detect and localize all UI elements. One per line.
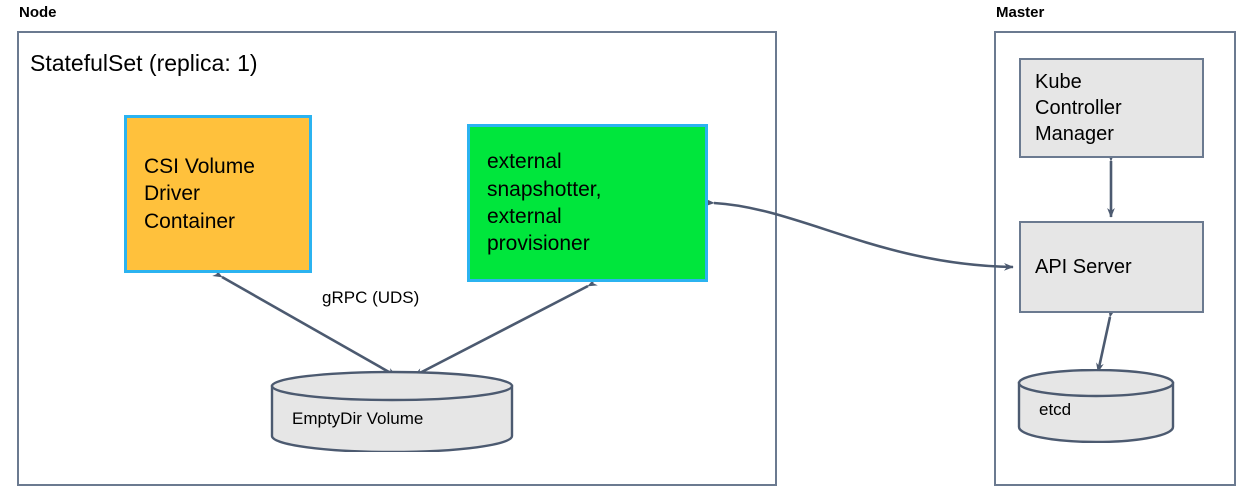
csi-line-2: Driver [144, 182, 200, 206]
api-server-line-1: API Server [1035, 256, 1132, 278]
csi-volume-driver-container-box[interactable]: CSI Volume Driver Container [124, 115, 312, 273]
external-line-4: provisioner [487, 232, 590, 256]
external-line-2: snapshotter, [487, 177, 602, 201]
kcm-line-2: Controller [1035, 97, 1122, 119]
statefulset-title: StatefulSet (replica: 1) [30, 50, 258, 76]
master-group-label: Master [996, 4, 1045, 21]
etcd-cylinder[interactable] [1017, 368, 1175, 444]
kube-controller-manager-text: Kube Controller Manager [1021, 69, 1128, 147]
emptydir-volume-shape [270, 370, 514, 454]
etcd-label: etcd [1039, 400, 1072, 419]
csi-line-1: CSI Volume [144, 155, 255, 179]
emptydir-volume-label: EmptyDir Volume [292, 409, 424, 428]
node-group-label: Node [19, 4, 57, 21]
kcm-line-1: Kube [1035, 71, 1082, 93]
api-server-text: API Server [1021, 254, 1138, 280]
api-server-box[interactable]: API Server [1019, 221, 1204, 313]
external-line-3: external [487, 205, 562, 228]
grpc-uds-edge-label: gRPC (UDS) [322, 288, 420, 307]
csi-line-3: Container [144, 209, 236, 233]
external-line-1: external [487, 150, 562, 174]
csi-volume-driver-container-text: CSI Volume Driver Container [127, 153, 261, 235]
external-snapshotter-provisioner-text: external snapshotter, external provision… [470, 148, 607, 257]
kube-controller-manager-box[interactable]: Kube Controller Manager [1019, 58, 1204, 158]
external-snapshotter-provisioner-box[interactable]: external snapshotter, external provision… [467, 124, 708, 282]
kcm-line-3: Manager [1035, 123, 1114, 145]
emptydir-volume-cylinder[interactable] [270, 370, 514, 454]
etcd-shape [1017, 368, 1175, 444]
